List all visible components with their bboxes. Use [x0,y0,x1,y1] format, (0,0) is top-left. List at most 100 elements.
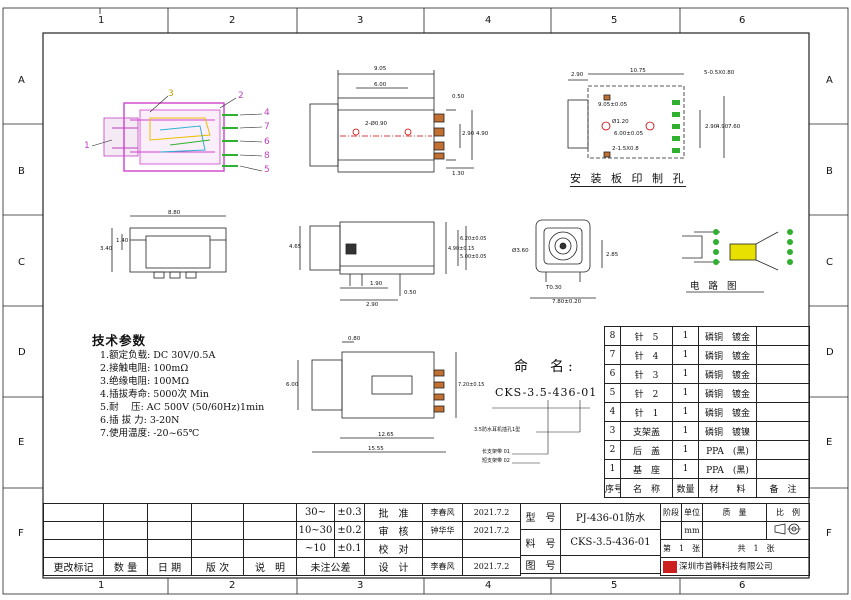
dim-top-inner: 6.00 [374,82,387,88]
spec-item: 2.接触电阻: 100mΩ [100,363,189,374]
bom-cell: 磷铜 镀金 [698,364,757,384]
role-label: 审 核 [364,521,423,540]
sheet-label: 第 1 张 [660,539,703,558]
dim-pcb-h: 2.90 [705,124,718,130]
approval-table: 30~ ±0.3 批 准 李春风 2021.7.2 10~30 ±0.2 审 核… [296,503,521,576]
dim-pcb-d: 9.05±0.05 [598,102,628,108]
callout-2: 2 [238,91,244,101]
naming-note-c: 短支架带 02 [482,458,510,464]
dim-round-b2: 7.80±0.20 [552,299,582,305]
zone-col-6: 6 [739,15,746,26]
bom-cell: 后 盖 [620,440,673,460]
sign-date [462,539,521,558]
sign-date: 2021.7.2 [462,521,521,540]
dim-bot-h: 6.00 [286,382,299,388]
bom-cell [756,402,810,422]
model-value: PJ-436-01防水 [560,503,661,530]
tech-specs: 技术参数 1.额定负载: DC 30V/0.5A 2.接触电阻: 100mΩ 3… [92,334,264,440]
bom-cell: 针 2 [620,383,673,403]
dim-top-side: 0.50 [452,94,465,100]
dim-top-h2: 4.90 [476,131,489,137]
zone-row-e-r: E [826,437,833,448]
change-header: 更改标记 数 量 日 期 版 次 说 明 [43,557,297,576]
spec-item: 5.耐 压: AC 500V (50/60Hz)1min [100,402,265,413]
bom-cell: 1 [672,383,699,403]
part-table: 型 号 PJ-436-01防水 料 号 CKS-3.5-436-01 图 号 [520,503,661,574]
tol-range: ~10 [296,539,335,558]
bom-cell [756,326,810,346]
bom-cell: 磷铜 镀金 [698,402,757,422]
tol-range: 10~30 [296,521,335,540]
mass-label: 质 量 [702,503,767,522]
inner-frame [42,32,810,579]
naming-code: CKS-3.5-436-01 [495,386,598,399]
zone-col-4-b: 4 [485,580,492,591]
spec-item: 7.使用温度: -20~65℃ [100,428,200,439]
bom-cell [756,459,810,479]
callout-1: 1 [84,141,90,151]
bom-cell: 7 [604,345,621,365]
bom-cell [756,421,810,441]
bom-cell: 2 [604,440,621,460]
dim-front-r1: 4.90±0.15 [448,246,475,252]
circuit-diagram [682,229,793,293]
dim-side-h1: 3.40 [100,246,113,252]
tol-range: 30~ [296,503,335,522]
tol-value: ±0.3 [334,503,365,522]
tol-value: ±0.1 [334,539,365,558]
bom-cell: 6 [604,364,621,384]
isometric-view [91,95,263,172]
zone-row-d: D [18,347,26,358]
bom-cell: 磷铜 镀金 [698,345,757,365]
bom-cell [756,440,810,460]
change-desc-label: 说 明 [243,557,297,576]
signer-name: 李春风 [422,503,463,522]
circuit-title: 电 路 图 [690,281,740,292]
stage-label: 阶段 [660,503,682,522]
zone-row-f-r: F [826,528,832,539]
top-view [309,70,474,173]
bom-cell [756,383,810,403]
zone-col-5-b: 5 [611,580,618,591]
model-label: 型 号 [520,503,561,530]
change-date-label: 日 期 [147,557,192,576]
bom-cell: 针 1 [620,402,673,422]
dim-side-h2: 1.40 [116,238,129,244]
side-view [111,215,227,279]
part-label: 料 号 [520,529,561,556]
role-label: 批 准 [364,503,423,522]
bom-cell: PPA (黑) [698,459,757,479]
spec-item: 1.额定负载: DC 30V/0.5A [100,350,216,361]
zone-row-b: B [18,166,25,177]
role-label: 设 计 [364,557,423,576]
zone-col-6-b: 6 [739,580,746,591]
zone-col-4: 4 [485,15,492,26]
change-table: 更改标记 数 量 日 期 版 次 说 明 [43,503,297,576]
bom-cell: 1 [604,459,621,479]
bom-cell: 针 4 [620,345,673,365]
dim-top-bot: 1.30 [452,171,465,177]
front-view [299,221,467,301]
change-rev-label: 版 次 [191,557,244,576]
drawing-label: 图 号 [520,555,561,574]
unmarked-tol: 未注公差 [296,557,365,576]
dim-pcb-i: 4.90 [716,124,729,130]
dim-front-r2: 6.20±0.05 [460,236,487,242]
dim-front-h: 4.65 [289,244,302,250]
unit-value: mm [681,521,703,540]
change-mark-label: 更改标记 [43,557,104,576]
specs-heading: 技术参数 [92,333,147,348]
bom-cell: 1 [672,421,699,441]
bom-cell: 针 3 [620,364,673,384]
zone-row-f: F [18,528,24,539]
bom-header-cell: 名 称 [620,478,673,498]
dim-bot-w2: 15.55 [368,446,384,452]
dim-pcb-g: 2-1.5X0.8 [612,146,639,152]
zone-col-1-b: 1 [98,580,105,591]
